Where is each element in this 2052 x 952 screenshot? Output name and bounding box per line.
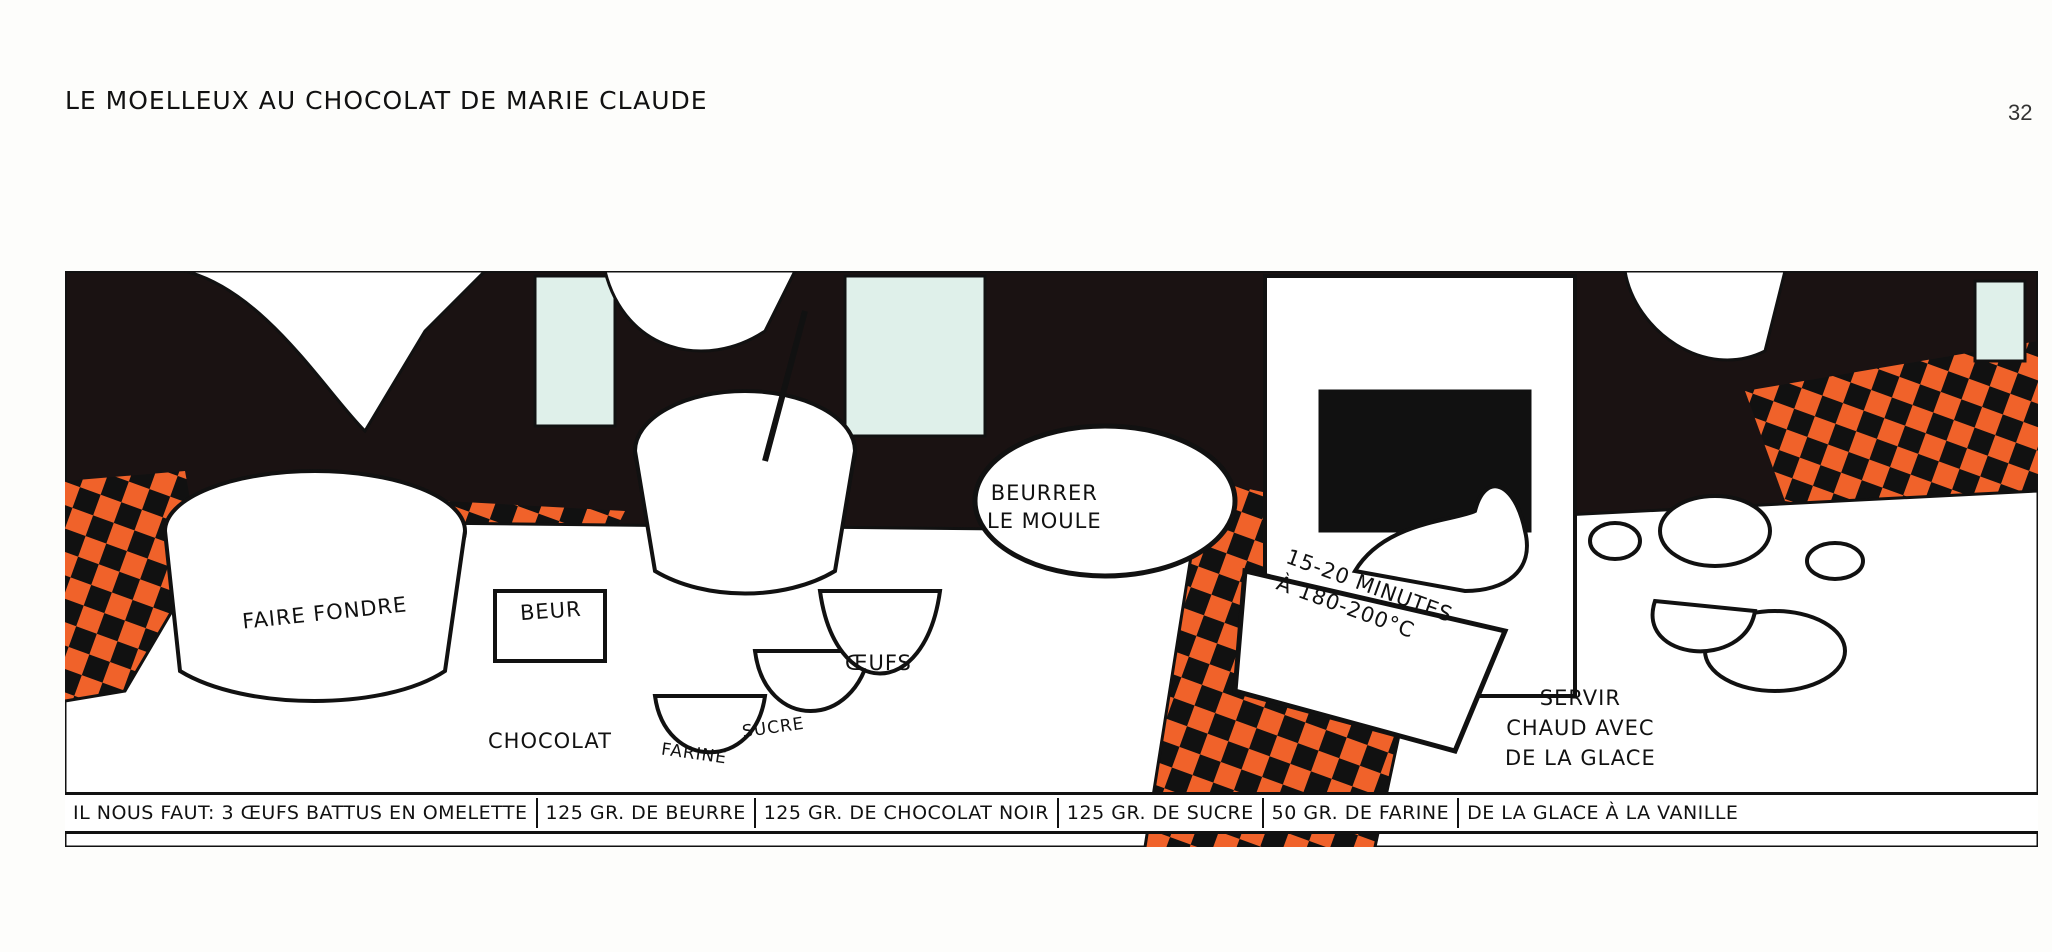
window-2 (843, 274, 987, 438)
teacup-1 (1588, 521, 1642, 561)
ingredient-item: 125 GR. DE SUCRE (1066, 802, 1254, 824)
window-1 (533, 274, 617, 428)
divider (1457, 798, 1460, 828)
cook-figure-3 (1623, 271, 1787, 362)
divider (1261, 798, 1264, 828)
ingredient-item: 125 GR. DE CHOCOLAT NOIR (763, 802, 1049, 824)
page-number: 32 (2008, 100, 2033, 125)
divider (753, 798, 756, 828)
teacup-2 (1805, 541, 1865, 581)
ingredient-item: 125 GR. DE BEURRE (545, 802, 746, 824)
comic-panel: FAIRE FONDRE BEUR CHOCOLAT FARINE SUCRE … (65, 271, 2038, 847)
ingredients-strip: IL NOUS FAUT: 3 ŒUFS BATTUS EN OMELETTE … (65, 792, 2038, 834)
servir-line-2: CHAUD AVEC (1506, 716, 1655, 740)
eggs-bowl (817, 589, 943, 676)
floor-right (1745, 341, 2038, 541)
ingredients-intro: IL NOUS FAUT: 3 ŒUFS BATTUS EN OMELETTE (73, 802, 528, 824)
butter-block (493, 589, 607, 663)
illustration (65, 271, 2038, 847)
ingredient-item: DE LA GLACE À LA VANILLE (1467, 802, 1739, 824)
label-oeufs: ŒUFS (845, 651, 912, 675)
divider (535, 798, 538, 828)
divider (1056, 798, 1059, 828)
servir-line-1: SERVIR (1539, 686, 1621, 710)
cook-figure-1 (184, 271, 488, 434)
label-servir: SERVIR CHAUD AVEC DE LA GLACE (1505, 683, 1656, 773)
servir-line-3: DE LA GLACE (1505, 746, 1656, 770)
flour-bowl (652, 694, 768, 755)
label-beurrer-le-moule: BEURRER LE MOULE (987, 479, 1102, 535)
cook-figure-2 (603, 271, 797, 353)
label-beur: BEUR (519, 596, 583, 626)
oven-mitt (1351, 484, 1529, 594)
beurrer-line-1: BEURRER (990, 481, 1098, 505)
oven-door (1232, 567, 1509, 754)
beurrer-line-2: LE MOULE (987, 509, 1102, 533)
page-title: LE MOELLEUX AU CHOCOLAT DE MARIE CLAUDE (65, 86, 708, 115)
ingredient-item: 50 GR. DE FARINE (1271, 802, 1450, 824)
teapot (1650, 598, 1758, 654)
window-3 (1973, 279, 2027, 363)
plate-serving (1658, 494, 1772, 568)
cake-mould (972, 423, 1238, 579)
whisk (762, 310, 808, 462)
label-chocolat: CHOCOLAT (488, 729, 612, 753)
